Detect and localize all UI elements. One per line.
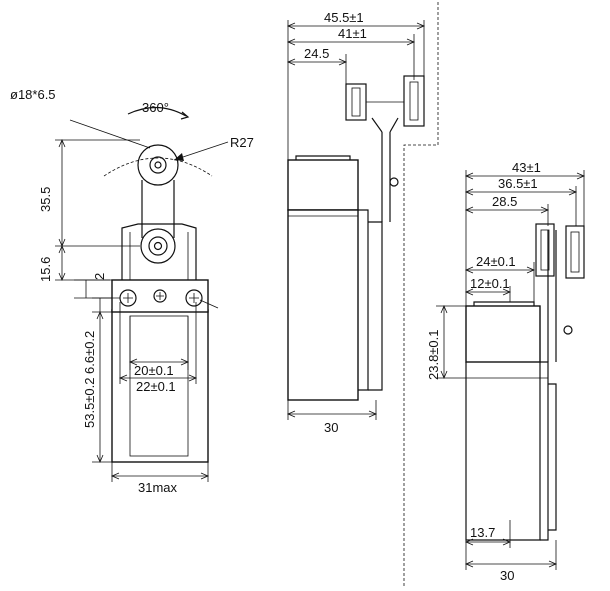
label-side2-depth-roller: 36.5±1	[498, 176, 538, 191]
front-body-inner	[129, 315, 189, 457]
front-lever-arm	[141, 180, 175, 238]
label-side1-depth-roller: 41±1	[338, 26, 367, 41]
side2-head	[465, 305, 541, 363]
label-height-head: 15.6	[38, 257, 53, 282]
label-side1-depth-lever: 24.5	[304, 46, 329, 61]
front-head	[121, 223, 197, 280]
label-offset-small: 2	[92, 273, 107, 280]
label-side2-depth-hole: 12±0.1	[470, 276, 510, 291]
side1-roller-right	[403, 75, 425, 127]
label-side2-depth-lever: 28.5	[492, 194, 517, 209]
label-height-lever: 35.5	[38, 187, 53, 212]
side2-lever	[547, 230, 557, 362]
side1-lever	[381, 132, 391, 222]
front-body	[111, 309, 209, 463]
side1-roller-left	[345, 83, 367, 121]
front-view	[55, 106, 229, 482]
front-pivot	[140, 228, 176, 264]
label-hole-spacing-inner: 20±0.1	[134, 363, 174, 378]
label-side2-bottom-offset: 13.7	[470, 525, 495, 540]
label-rotation: 360°	[142, 100, 169, 115]
rotation-arc	[127, 106, 187, 117]
label-hole-spacing-outer: 22±0.1	[136, 379, 176, 394]
label-width-max: 31max	[138, 480, 178, 495]
label-height-body: 53.5±0.2	[82, 377, 97, 428]
side2-body	[465, 362, 541, 541]
label-radius: R27	[230, 135, 254, 150]
label-side2-height-mount: 23.8±0.1	[426, 329, 441, 380]
side2-roller-right	[565, 225, 585, 279]
label-side2-depth-mount: 24±0.1	[476, 254, 516, 269]
side1-boundary	[403, 2, 439, 586]
side2-roller-left	[535, 223, 555, 277]
label-side2-body-width: 30	[500, 568, 514, 583]
screw-right	[185, 289, 203, 307]
label-side1-total-depth: 45.5±1	[324, 10, 364, 25]
side-view-1	[286, 2, 439, 586]
label-side2-total-depth: 43±1	[512, 160, 541, 175]
front-roller	[137, 144, 179, 186]
side1-head	[287, 159, 359, 211]
label-side1-body-width: 30	[324, 420, 338, 435]
side-view-2	[436, 170, 586, 570]
label-roller-dia: ø18*6.5	[10, 87, 56, 102]
label-height-mount: 6.6±0.2	[82, 331, 97, 374]
side1-body	[287, 209, 359, 401]
